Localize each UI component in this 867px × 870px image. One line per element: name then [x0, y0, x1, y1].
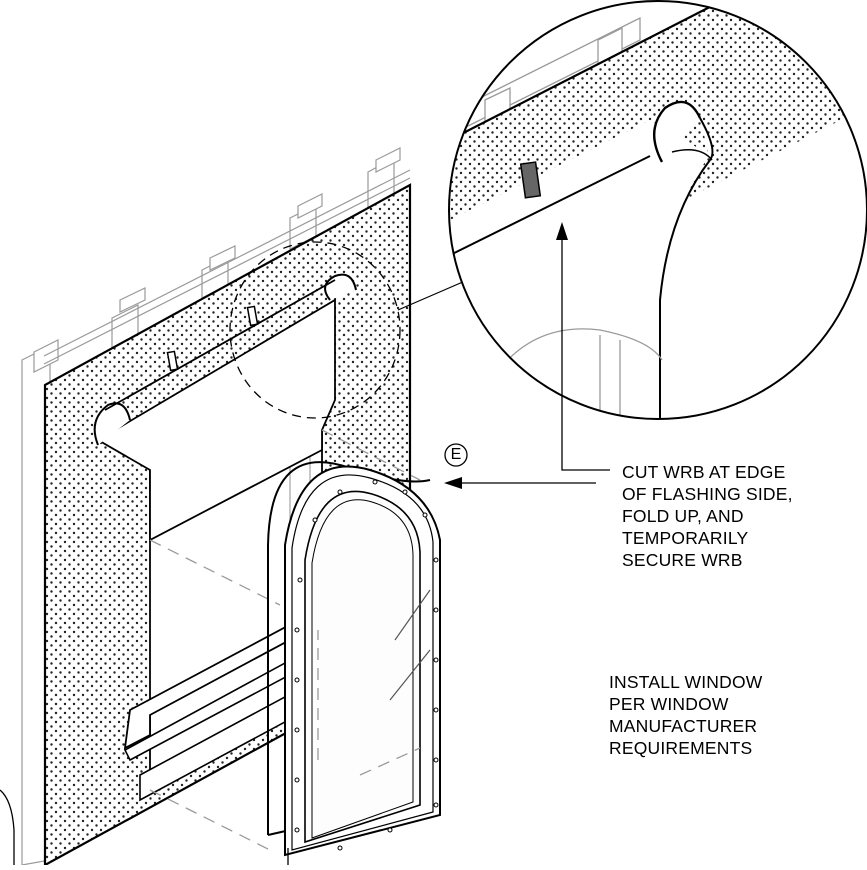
callout-cut-wrb: CUT WRB AT EDGE OF FLASHING SIDE, FOLD U…	[622, 461, 793, 571]
callout-line: INSTALL WINDOW	[609, 672, 763, 692]
tag-circle	[444, 443, 468, 467]
leader-cut-wrb	[561, 235, 610, 471]
callout-line: PER WINDOW	[609, 694, 729, 714]
tape-tab	[246, 305, 259, 327]
arrowhead	[444, 477, 462, 489]
callout-line: MANUFACTURER	[609, 716, 758, 736]
callout-line: CUT WRB AT EDGE	[622, 462, 786, 482]
callout-install-window-text: INSTALL WINDOW PER WINDOW MANUFACTURER R…	[609, 671, 763, 759]
wall-framing	[21, 147, 411, 866]
window-tag-label: E	[450, 446, 462, 463]
tape-tab	[166, 350, 179, 372]
detail-circle-marker	[229, 241, 401, 419]
head-flashing	[96, 298, 336, 542]
magnified-detail	[448, 0, 867, 420]
callout-line: OF FLASHING SIDE,	[622, 484, 793, 504]
callout-line: TEMPORARILY	[622, 528, 749, 548]
callout-line: SECURE WRB	[622, 550, 743, 570]
arrowhead	[556, 222, 568, 240]
callout-line: FOLD UP, AND	[622, 506, 744, 526]
callout-line: REQUIREMENTS	[609, 738, 753, 758]
window-unit	[267, 461, 441, 857]
